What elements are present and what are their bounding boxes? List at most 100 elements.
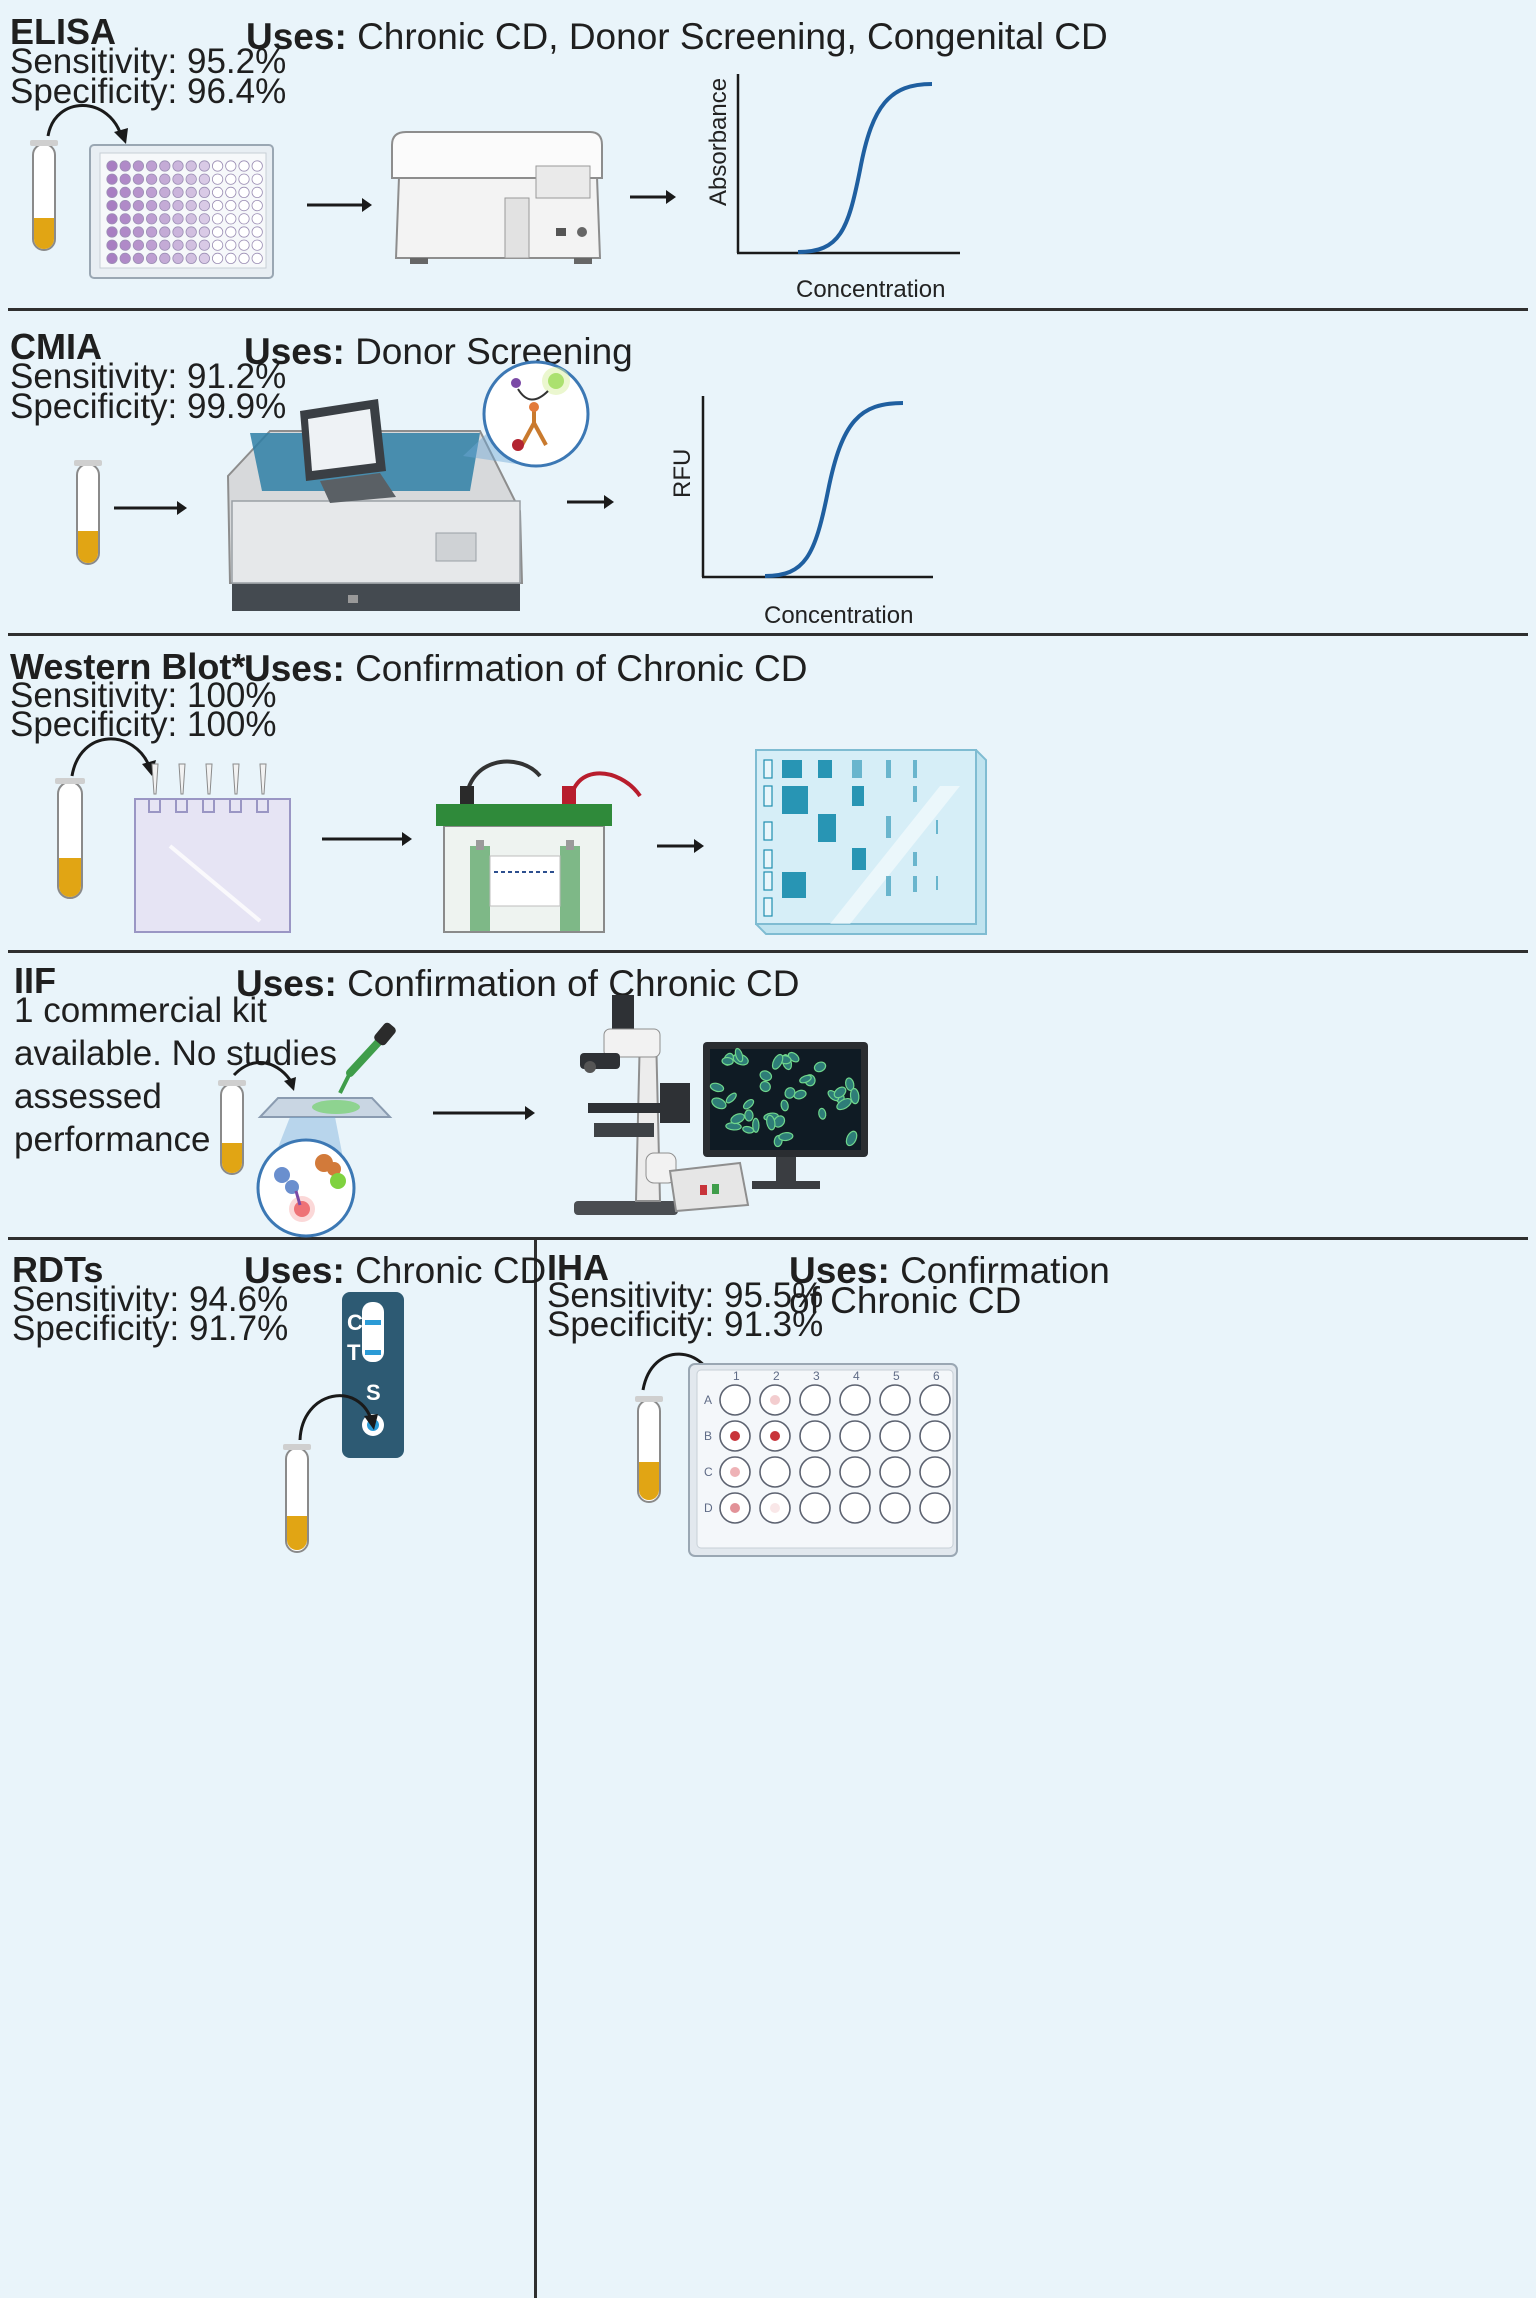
elisa-uses: Uses: Chronic CD, Donor Screening, Conge…	[246, 18, 1108, 55]
elisa-well	[251, 200, 263, 212]
elisa-well	[212, 239, 224, 251]
iha-well	[799, 1456, 831, 1488]
elisa-well	[146, 173, 158, 185]
iha-sample-tube-icon	[635, 1396, 663, 1503]
elisa-well	[119, 213, 131, 225]
gel-band	[818, 814, 836, 842]
iha-column-label: 3	[813, 1369, 820, 1383]
pipette-tip-icon	[178, 763, 186, 795]
elisa-well	[212, 213, 224, 225]
rdts-sensitivity: Sensitivity: 94.6%	[12, 1280, 289, 1319]
iha-specificity: Specificity: 91.3%	[547, 1305, 824, 1344]
elisa-well	[251, 213, 263, 225]
fluorescent-cell	[793, 1089, 807, 1100]
gel-band	[763, 897, 773, 917]
fluorescent-cell	[759, 1080, 771, 1093]
iha-well	[879, 1384, 911, 1416]
iha-row-label: C	[704, 1465, 713, 1479]
elisa-well	[251, 186, 263, 198]
elisa-sample-tube-icon	[30, 140, 58, 251]
gel-band	[886, 876, 891, 896]
elisa-well	[172, 239, 184, 251]
iha-well	[919, 1384, 951, 1416]
cmia-specificity: Specificity: 99.9%	[10, 387, 287, 426]
elisa-well-plate-icon	[89, 144, 274, 279]
elisa-well	[132, 213, 144, 225]
elisa-well	[198, 226, 210, 238]
elisa-well	[106, 173, 118, 185]
fluorescent-cell	[849, 1087, 860, 1105]
rdts-uses: Uses: Chronic CD	[244, 1252, 546, 1289]
elisa-well	[159, 186, 171, 198]
elisa-absorbance-graph: Absorbance Concentration	[705, 74, 960, 303]
western-blot-membrane-icon	[755, 749, 987, 935]
elisa-sensitivity: Sensitivity: 95.2%	[10, 42, 287, 81]
rdts-illustration: C T S	[283, 1292, 404, 1553]
iha-sensitivity: Sensitivity: 95.5%	[547, 1276, 824, 1315]
iha-agglutination-dot	[770, 1395, 780, 1405]
iha-well	[919, 1420, 951, 1452]
western-blot-gel-icon	[134, 763, 291, 933]
elisa-well	[225, 213, 237, 225]
western-blot-illustration	[55, 737, 987, 935]
elisa-well	[185, 173, 197, 185]
iif-uses-label: Uses:	[236, 963, 337, 1004]
elisa-well	[119, 160, 131, 172]
fluorescent-cell	[766, 1114, 776, 1131]
cmia-sensitivity: Sensitivity: 91.2%	[10, 357, 287, 396]
elisa-well	[106, 252, 118, 264]
elisa-well	[212, 160, 224, 172]
iha-agglutination-dot	[730, 1467, 740, 1477]
section-elisa: ELISA Sensitivity: 95.2% Specificity: 96…	[0, 0, 1536, 308]
section-iif: IIF 1 commercial kit available. No studi…	[0, 953, 1536, 1238]
elisa-well	[159, 160, 171, 172]
elisa-well	[212, 173, 224, 185]
fluorescent-cell	[742, 1125, 755, 1134]
iha-well	[839, 1384, 871, 1416]
elisa-well	[212, 226, 224, 238]
cmia-y-axis-label: RFU	[669, 449, 696, 498]
section-iha: IHA Sensitivity: 95.5% Specificity: 91.3…	[537, 1240, 1536, 2298]
elisa-well	[132, 186, 144, 198]
iif-note: 1 commercial kit available. No studies a…	[14, 991, 337, 1159]
elisa-well	[185, 160, 197, 172]
fluorescent-cell	[799, 1074, 812, 1084]
elisa-transfer-arrow	[46, 104, 124, 139]
elisa-title: ELISA	[10, 11, 117, 52]
elisa-well	[146, 160, 158, 172]
fluorescent-cell	[813, 1061, 827, 1073]
iif-uses: Uses: Confirmation of Chronic CD	[236, 965, 799, 1002]
gel-band	[913, 876, 917, 892]
iha-well	[759, 1456, 791, 1488]
elisa-well	[146, 239, 158, 251]
western-blot-sample-tube-icon	[55, 778, 85, 899]
divider-elisa-cmia	[8, 308, 1528, 311]
gel-band	[763, 785, 773, 807]
iha-well	[839, 1492, 871, 1524]
cmia-x-axis-label: Concentration	[764, 602, 913, 629]
elisa-well	[172, 226, 184, 238]
gel-band	[936, 820, 938, 834]
fluorescent-cell	[734, 1047, 744, 1063]
elisa-well	[119, 173, 131, 185]
gel-band	[782, 872, 806, 898]
elisa-well	[132, 200, 144, 212]
iha-column-label: 2	[773, 1369, 780, 1383]
elisa-well	[238, 200, 250, 212]
rdt-control-label: C	[347, 1310, 363, 1335]
iha-well	[799, 1384, 831, 1416]
elisa-uses-label: Uses:	[246, 16, 347, 57]
elisa-well	[159, 173, 171, 185]
gel-band	[763, 871, 773, 891]
iha-well	[879, 1456, 911, 1488]
elisa-well	[106, 239, 118, 251]
section-rdts: RDTs Sensitivity: 94.6% Specificity: 91.…	[0, 1240, 546, 2298]
elisa-well	[251, 160, 263, 172]
western-blot-sensitivity: Sensitivity: 100%	[10, 676, 277, 715]
iha-well	[839, 1456, 871, 1488]
elisa-well	[146, 213, 158, 225]
iif-sample-tube-icon	[218, 1080, 246, 1175]
iif-title: IIF	[14, 960, 56, 1001]
iha-agglutination-dot	[730, 1431, 740, 1441]
